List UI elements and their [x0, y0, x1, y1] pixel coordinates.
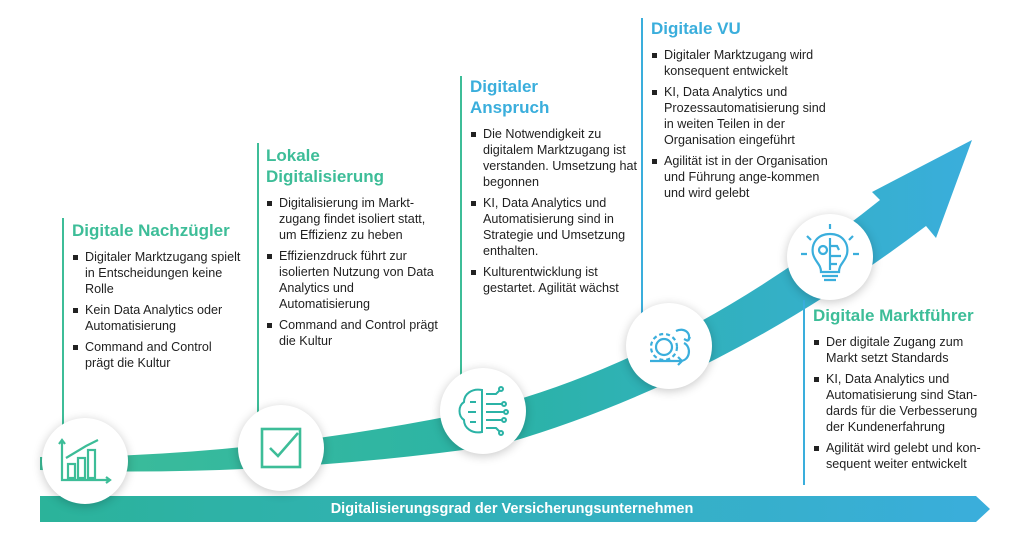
stage-title: Lokale Digitalisierung — [266, 145, 444, 187]
bullet-item: Agilität wird gelebt und kon-sequent wei… — [813, 440, 985, 472]
connector-line-3 — [460, 76, 462, 376]
bullet-item: Kein Data Analytics oder Automatisierung — [72, 302, 242, 334]
brain-circuit-icon — [458, 386, 509, 436]
stage-icon-circle-3 — [440, 368, 526, 454]
connector-line-5 — [803, 300, 805, 485]
stage-title: Digitale Marktführer — [813, 306, 974, 325]
bullet-item: Effizienzdruck führt zur isolierten Nutz… — [266, 248, 444, 312]
bullet-item: KI, Data Analytics und Automatisierung s… — [813, 371, 985, 435]
stage-title-line: Digitalisierung — [266, 167, 385, 186]
connector-line-2 — [257, 143, 259, 413]
stage-bullets: Der digitale Zugang zum Markt setzt Stan… — [813, 334, 985, 472]
stage-title-line: Lokale — [266, 146, 320, 165]
gear-cycle-icon — [649, 328, 691, 366]
connector-line-1 — [62, 218, 64, 428]
stage-digitale-marktfuehrer: Digitale Marktführer Der digitale Zugang… — [813, 305, 985, 477]
bullet-item: KI, Data Analytics und Automatisierung s… — [470, 195, 640, 259]
lightbulb-icon — [801, 224, 859, 282]
bullet-item: Command and Control prägt die Kultur — [266, 317, 444, 349]
stage-bullets: Digitaler Marktzugang wird konsequent en… — [651, 47, 833, 201]
stage-title-line: Anspruch — [470, 98, 550, 117]
axis-label: Digitalisierungsgrad der Versicherungsun… — [330, 501, 694, 517]
bullet-item: Digitaler Marktzugang wird konsequent en… — [651, 47, 833, 79]
stage-bullets: Digitaler Marktzugang spielt in Entschei… — [72, 249, 242, 371]
stage-title-line: Digitaler — [470, 77, 539, 96]
stage-digitaler-anspruch: Digitaler Anspruch Die Notwendigkeit zu … — [470, 76, 640, 301]
bullet-item: Die Notwendigkeit zu digitalem Marktzuga… — [470, 126, 640, 190]
bullet-item: Digitaler Marktzugang spielt in Entschei… — [72, 249, 242, 297]
bullet-item: Der digitale Zugang zum Markt setzt Stan… — [813, 334, 985, 366]
bullet-item: Command and Control prägt die Kultur — [72, 339, 242, 371]
stage-title: Digitale VU — [651, 19, 741, 38]
stage-icon-circle-5 — [787, 214, 873, 300]
stage-bullets: Digitalisierung im Markt-zugang findet i… — [266, 195, 444, 349]
bullet-item: Agilität ist in der Organisation und Füh… — [651, 153, 833, 201]
axis-arrow — [40, 496, 990, 522]
bullet-item: KI, Data Analytics und Prozessautomatisi… — [651, 84, 833, 148]
connector-line-4 — [641, 18, 643, 318]
stage-icon-circle-2 — [238, 405, 324, 491]
stage-title: Digitale Nachzügler — [72, 221, 230, 240]
stage-icon-circle-4 — [626, 303, 712, 389]
stage-digitale-vu: Digitale VU Digitaler Marktzugang wird k… — [651, 18, 833, 206]
bullet-item: Kulturentwicklung ist gestartet. Agilitä… — [470, 264, 640, 296]
stage-icon-circle-1 — [42, 418, 128, 504]
stage-lokale-digitalisierung: Lokale Digitalisierung Digitalisierung i… — [266, 145, 444, 354]
checkbox-icon — [260, 427, 302, 469]
stage-digitale-nachzuegler: Digitale Nachzügler Digitaler Marktzugan… — [72, 220, 242, 376]
bullet-item: Digitalisierung im Markt-zugang findet i… — [266, 195, 444, 243]
stage-title: Digitaler Anspruch — [470, 76, 640, 118]
bar-chart-icon — [58, 438, 112, 484]
stage-bullets: Die Notwendigkeit zu digitalem Marktzuga… — [470, 126, 640, 296]
